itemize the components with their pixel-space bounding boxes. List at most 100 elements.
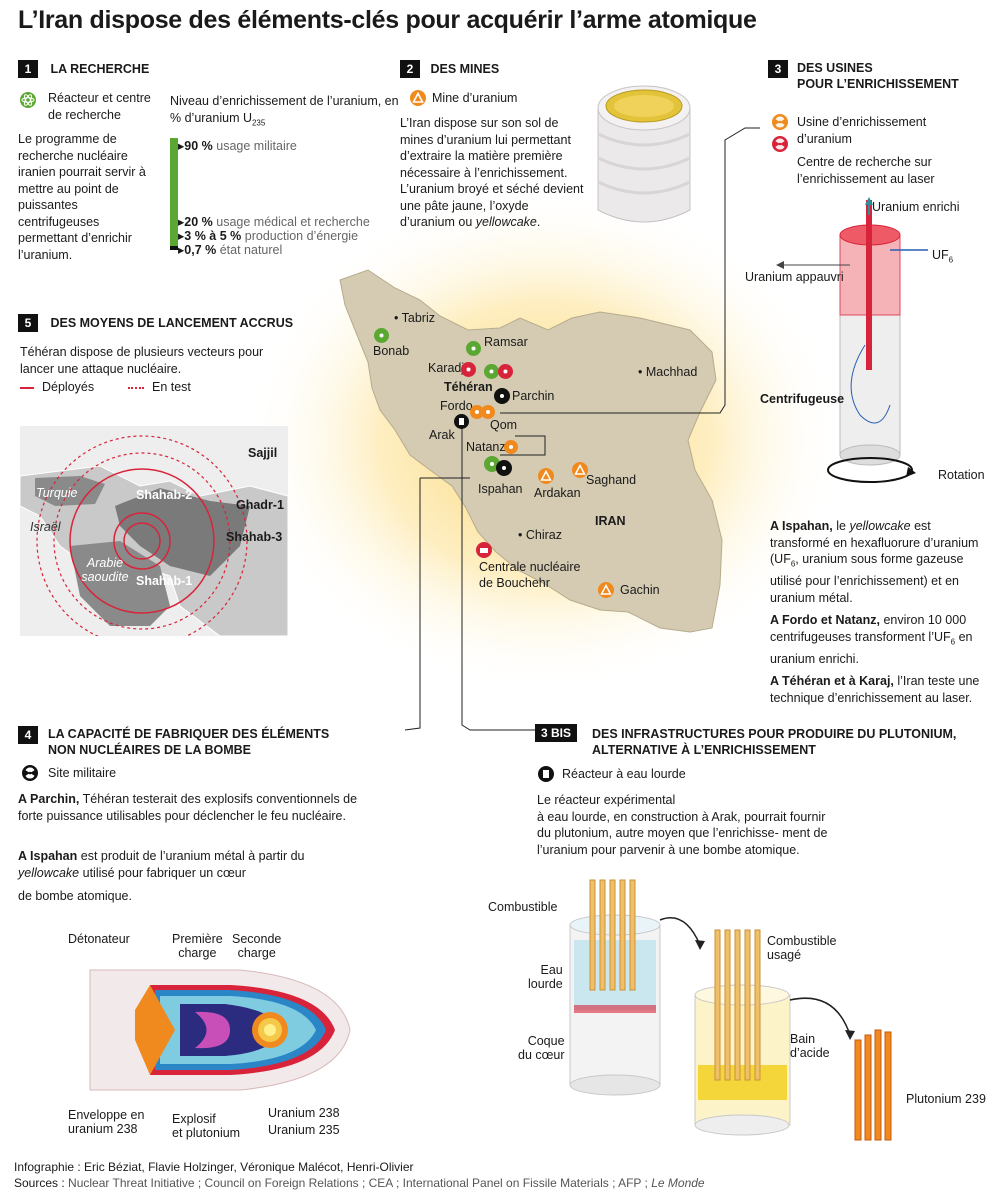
label-uranium-enrichi: Uranium enrichi bbox=[872, 200, 960, 214]
section-3bis-text-l4: l’uranium pour parvenir à une bombe atom… bbox=[537, 842, 800, 857]
section-3-legend-2: Centre de recherche sur l’enrichissement… bbox=[797, 155, 935, 186]
legend-testing: En test bbox=[128, 380, 191, 394]
section-1-legend: Réacteur et centre de recherche bbox=[48, 91, 151, 122]
teheran-radiation-icon bbox=[498, 364, 513, 384]
sources-em: Le Monde bbox=[651, 1176, 705, 1190]
label-enveloppe-l1: Enveloppe en bbox=[68, 1108, 145, 1122]
parchin-military-icon bbox=[494, 388, 510, 409]
city-bouchehr-l1: Centrale nucléaire bbox=[479, 560, 581, 574]
label-coque-l1: Coque bbox=[527, 1034, 565, 1048]
label-uranium-238: Uranium 238 bbox=[268, 1106, 340, 1120]
city-parchin: Parchin bbox=[512, 389, 555, 403]
section-3-para-1-em: yellowcake bbox=[849, 519, 911, 533]
natanz-radiation-icon bbox=[504, 440, 518, 459]
label-uf6-text: UF bbox=[932, 248, 949, 262]
centrifuge-illustration bbox=[776, 197, 928, 483]
section-3bis-header: 3 BIS bbox=[535, 724, 577, 742]
city-ramsar: Ramsar bbox=[484, 335, 528, 349]
enrichment-chart-title-text: Niveau d’enrichissement de l’uranium, en… bbox=[170, 94, 399, 125]
label-plutonium-239: Plutonium 239 bbox=[906, 1092, 986, 1106]
level-20: ▸20 % usage médical et recherche bbox=[178, 215, 370, 229]
section-5-text: Téhéran dispose de plusieurs vecteurs po… bbox=[20, 345, 264, 376]
label-combustible-usage-l2: usagé bbox=[767, 948, 802, 962]
bouchehr-plant-icon bbox=[476, 542, 492, 563]
section-3-title-l1: DES USINES bbox=[797, 61, 873, 75]
legend-testing-line bbox=[128, 386, 144, 389]
section-3-para-2-c: en uranium enrichi. bbox=[770, 629, 973, 666]
city-machhad: • Machhad bbox=[638, 365, 698, 379]
ramsar-atom-icon bbox=[466, 341, 481, 361]
section-4-para-2-bold: A Ispahan bbox=[18, 849, 78, 863]
section-4-para-2-em: yellowcake bbox=[18, 865, 80, 880]
country-israel: Israël bbox=[30, 520, 61, 534]
section-4-para-1: A Parchin, Téhéran testerait des explosi… bbox=[18, 791, 363, 824]
label-eau-lourde-l2: lourde bbox=[528, 977, 563, 991]
label-bain-acide-l1: Bain bbox=[790, 1032, 816, 1046]
enrichment-bar bbox=[170, 138, 178, 246]
arak-reactor-icon bbox=[454, 414, 469, 434]
section-3-para-3: A Téhéran et à Karaj, l’Iran teste une t… bbox=[770, 673, 982, 706]
label-detonateur: Détonateur bbox=[68, 932, 130, 946]
section-3-para-3-a: l’Iran teste une technique d’enrichissem… bbox=[770, 674, 980, 705]
section-1-number: 1 bbox=[18, 60, 38, 78]
radiation-red-icon bbox=[772, 136, 788, 157]
section-2-text: L’Iran dispose sur son sol de mines d’ur… bbox=[400, 115, 585, 231]
legend-testing-label: En test bbox=[152, 380, 191, 394]
level-07-label: état naturel bbox=[219, 243, 283, 257]
section-3-number: 3 bbox=[768, 60, 788, 78]
section-3bis-text: Le réacteur expérimental à eau lourde, e… bbox=[537, 792, 877, 858]
section-4-para-2: A Ispahan est produit de l’uranium métal… bbox=[18, 848, 338, 881]
section-2-text-main: L’Iran dispose sur son sol de mines d’ur… bbox=[400, 116, 584, 229]
section-4-title-l1: LA CAPACITÉ DE FABRIQUER DES ÉLÉMENTS bbox=[48, 727, 330, 741]
section-2-title: DES MINES bbox=[430, 62, 500, 76]
city-chiraz: • Chiraz bbox=[518, 528, 562, 542]
section-3bis-legend: Réacteur à eau lourde bbox=[562, 767, 686, 781]
city-machhad-label: Machhad bbox=[645, 365, 698, 379]
section-3bis-number: 3 BIS bbox=[535, 724, 577, 742]
level-3-5-pct: 3 % à 5 % bbox=[184, 229, 242, 243]
military-site-icon bbox=[22, 765, 38, 786]
section-4-title: LA CAPACITÉ DE FABRIQUER DES ÉLÉMENTS NO… bbox=[48, 726, 329, 758]
city-ispahan: Ispahan bbox=[478, 482, 523, 496]
section-3-para-1-c: est transformé en hexafluorure d’uranium… bbox=[770, 519, 979, 566]
city-chiraz-label: Chiraz bbox=[525, 528, 562, 542]
missile-range-map bbox=[20, 426, 288, 636]
sources: Sources : Nuclear Threat Initiative ; Co… bbox=[14, 1176, 705, 1190]
section-3-para-2: A Fordo et Natanz, environ 10 000 centri… bbox=[770, 612, 982, 667]
level-20-label: usage médical et recherche bbox=[216, 215, 370, 229]
section-3-title: DES USINES POUR L’ENRICHISSEMENT bbox=[797, 60, 959, 92]
label-seconde-l1: Seconde bbox=[232, 932, 282, 946]
section-2-number: 2 bbox=[400, 60, 420, 78]
plutonium-process-illustration bbox=[569, 879, 892, 1141]
city-bouchehr-l2: de Bouchehr bbox=[479, 576, 550, 590]
legend-deployed: Déployés bbox=[20, 380, 94, 394]
enrichment-chart-title: Niveau d’enrichissement de l’uranium, en… bbox=[170, 93, 400, 132]
label-premiere-l2: charge bbox=[178, 946, 217, 960]
city-gachin: Gachin bbox=[620, 583, 660, 597]
bomb-core-illustration bbox=[89, 969, 351, 1091]
city-ardakan: Ardakan bbox=[534, 486, 581, 500]
mine-icon bbox=[410, 90, 426, 111]
label-uf6-sub: 6 bbox=[948, 255, 954, 265]
section-3-legend-1: Usine d’enrichissement d’uranium bbox=[797, 115, 927, 146]
level-20-pct: 20 % bbox=[184, 215, 213, 229]
level-07-pct: 0,7 % bbox=[184, 243, 217, 257]
page-title: L’Iran dispose des éléments-clés pour ac… bbox=[18, 6, 757, 34]
label-enveloppe-l2: uranium 238 bbox=[68, 1122, 138, 1136]
section-3-para-1-bold: A Ispahan, bbox=[770, 519, 833, 533]
section-1-text: Le programme de recherche nucléaire iran… bbox=[18, 132, 146, 262]
country-arabie: Arabie saoudite bbox=[81, 556, 129, 584]
city-arak: Arak bbox=[429, 428, 455, 442]
iran-shape bbox=[339, 269, 723, 633]
sources-label: Sources : bbox=[14, 1176, 65, 1190]
section-4-number: 4 bbox=[18, 726, 38, 744]
radiation-orange-icon bbox=[772, 114, 788, 135]
gachin-mine-icon bbox=[598, 582, 614, 603]
section-4-title-l2: NON NUCLÉAIRES DE LA BOMBE bbox=[48, 743, 252, 757]
heavy-water-reactor-icon bbox=[538, 766, 554, 787]
level-90-pct: 90 % bbox=[184, 139, 213, 153]
